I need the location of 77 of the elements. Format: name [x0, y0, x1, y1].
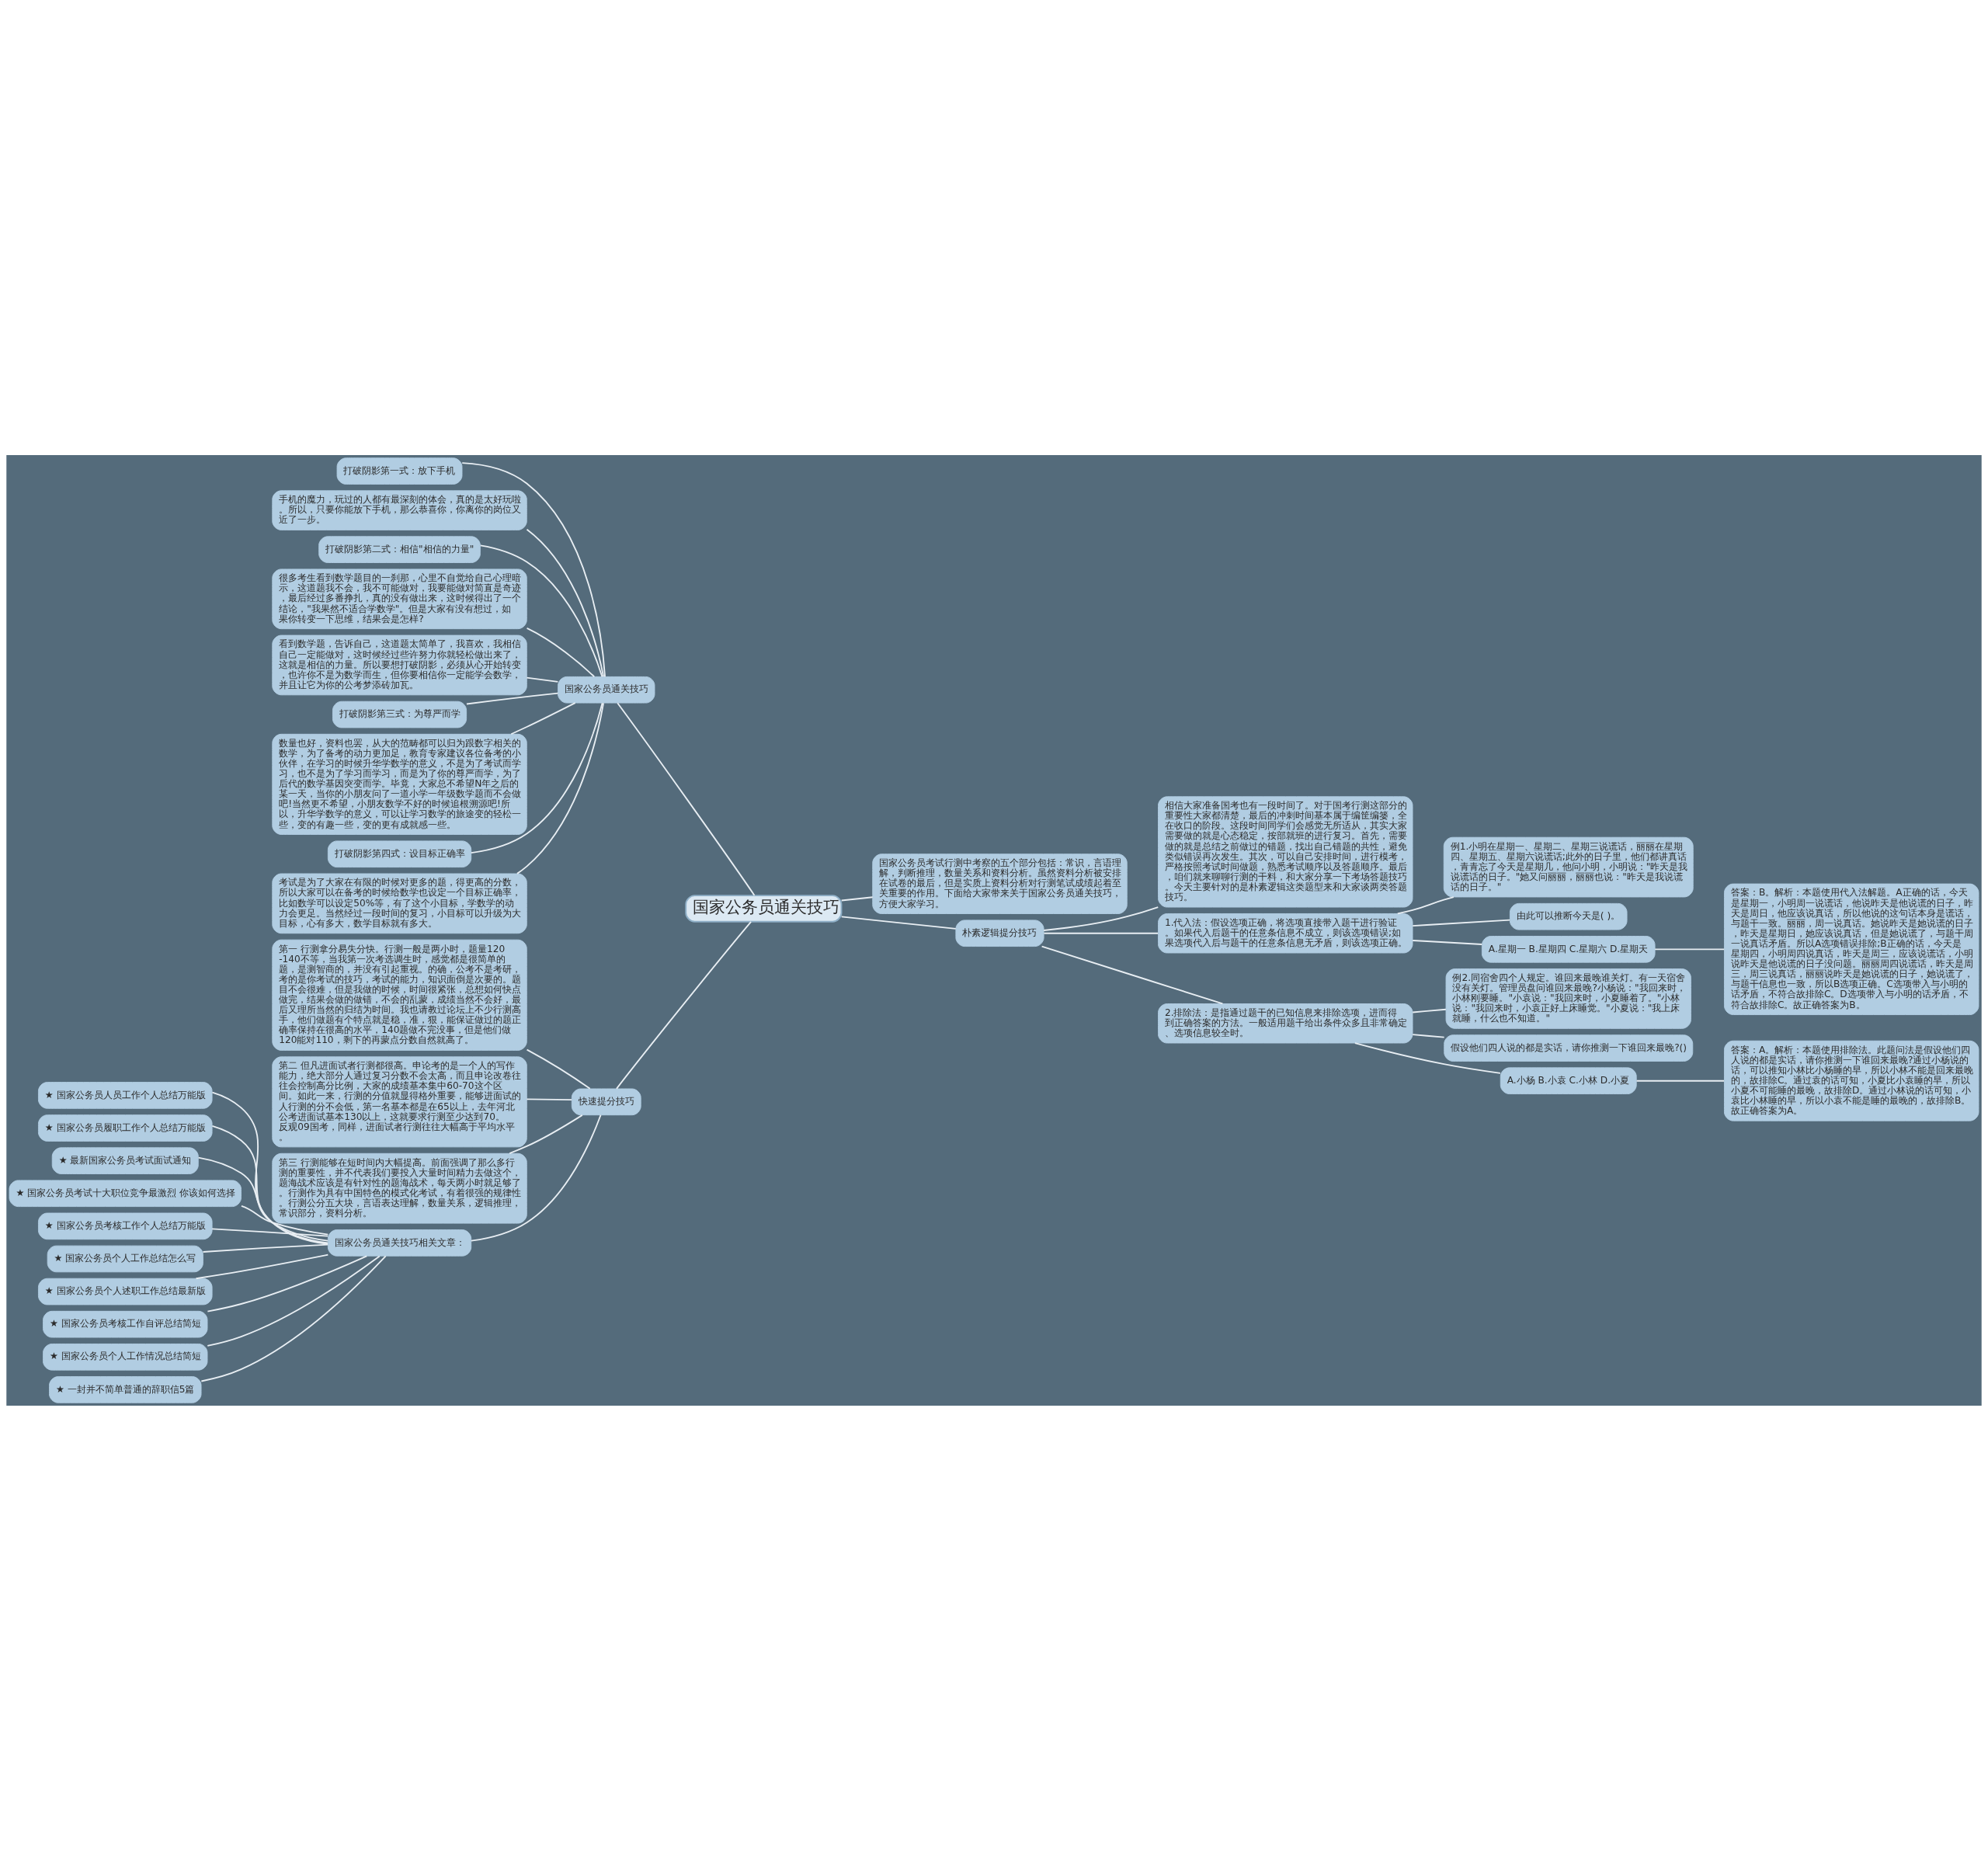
node-box: 假设他们四人说的都是实话，请你推测一下谁回来最晚?() — [1444, 1034, 1694, 1062]
connector — [1412, 1008, 1447, 1013]
node-box: ★ 国家公务员履职工作个人总结万能版 — [38, 1114, 213, 1142]
connector — [470, 701, 603, 854]
connector — [526, 528, 605, 677]
connector — [617, 701, 756, 896]
node-box: 打破阴影第三式：为尊严而学 — [332, 701, 467, 728]
connector — [840, 895, 874, 901]
node-box: 答案：A。解析：本题使用排除法。此题问法是假设他们四人说的都是实话，请你推测一下谁回来最晚?通过小杨说的话，可以推知小林比小杨睡的早，所以小林不能是回来最晚的，故排除C。通过袁的话可知，小夏比小袁睡的早，所以小夏不可能睡的最晚，故排除D。通过小林说的话可知，小袁比小林睡的早，所以小袁不能是睡的最晚的，故排除B。故正确答案为A。 — [1724, 1040, 1979, 1121]
connector — [1043, 932, 1159, 934]
node-box: ★ 国家公务员考核工作自评总结简短 — [43, 1310, 208, 1337]
node-box: ★ 最新国家公务员考试面试通知 — [51, 1146, 199, 1174]
connector — [840, 915, 957, 930]
connector — [479, 544, 603, 677]
node-box: 数量也好，资料也罢，从大的范畴都可以归为跟数字相关的数学，为了备考的动力更加足，教育专家建议各位备考的小伙伴，在学习的时候升华学数学的意义，不是为了考试而学习，也不是为了学习而学习，而是为了你的尊严而学，为了后代的数学基因突变而学。毕竟，大家总不希望N年之后的某一天，当你的小朋友问了一道小学一年级数学题而不会做吧!当然更不希望，小朋友数学不好的时候追根溯源吧!所以，升华学数学的意义，可以让学习数学的旅途变的轻松一些，变的有趣一些，变的更有成就感一些。 — [272, 733, 527, 835]
node-box: 例1.小明在星期一、星期二、星期三说谎话，丽丽在星期四、星期五、星期六说谎话;此外的日子里，他们都讲真话，青青忘了今天是星期几，他问小明，小明说："昨天是我说谎话的日子。"她又问丽丽，丽丽也说："昨天是我说谎话的日子。" — [1443, 836, 1694, 897]
connector — [1041, 945, 1224, 1004]
node-box: 打破阴影第二式：相信"相信的力量" — [318, 535, 481, 563]
connector — [202, 1243, 328, 1253]
node-box: ★ 国家公务员个人述职工作总结最新版 — [38, 1278, 213, 1305]
connector — [207, 1254, 368, 1312]
connector — [1412, 939, 1483, 945]
connector — [510, 701, 576, 735]
connector — [1396, 895, 1455, 914]
node-box: 手机的魔力，玩过的人都有最深刻的体会，真的是太好玩啦。所以，只要你能放下手机，那么恭喜你，你离你的岗位又近了一步。 — [272, 489, 527, 530]
connector — [526, 1098, 573, 1100]
connector — [526, 627, 596, 677]
connector — [211, 1125, 328, 1243]
node-box: 第一 行测拿分易失分快。行测一般是两小时，题量120-140不等，当我第一次考选调生时，感觉都是很简单的题，是测智商的，并没有引起重视。的确，公考不是考研，考的是你考试的技巧，考试的能力，知识面倒是次要的。题目不会很难，但是我做的时候，时间很紧张，总想如何快点做完，结果会做的做错，不会的乱蒙，成绩当然不会好，最后又理所当然的归结为时间。我也请教过论坛上不少行测高手，他们做题有个特点就是稳，准，狠，能保证做过的题正确率保持在很高的水平，140题做不完没事，但是他们做120能对110，剩下的再蒙点分数自然就高了。 — [272, 939, 527, 1051]
connector — [241, 1205, 329, 1236]
node-box: 很多考生看到数学题目的一刹那，心里不自觉给自己心理暗示，这道题我不会，我不可能做对，我要能做对简直是奇迹，最后经过多番挣扎，真的没有做出来，这时候得出了一个结论，"我果然不适合学数学"。但是大家有没有想过，如果你转变一下思维，结果会是怎样? — [272, 568, 527, 629]
node-box: 1.代入法：假设选项正确，将选项直接带入题干进行验证。如果代入后题干的任意条信息不成立，则该选项错误;如果选项代入后与题干的任意条信息无矛盾，则该选项正确。 — [1158, 913, 1413, 953]
connector — [1654, 947, 1726, 950]
connector — [1354, 1041, 1501, 1074]
connector — [211, 1227, 329, 1237]
connector — [211, 1091, 329, 1245]
connector — [1043, 906, 1159, 931]
node-box: 由此可以推断今天是( )。 — [1509, 902, 1628, 930]
node-box: ★ 国家公务员个人工作总结怎么写 — [47, 1245, 203, 1272]
node-box: 快速提分技巧 — [571, 1088, 641, 1115]
node-box: A.小杨 B.小袁 C.小林 D.小夏 — [1500, 1066, 1637, 1094]
node-box: 答案：B。解析：本题使用代入法解题。A正确的话，今天是星期一，小明周一说谎话，他说昨天是他说谎的日子，昨天是周日，他应该说真话，所以他说的这句话本身是谎话，与题干一致。丽丽，周一说真话。她说昨天是她说谎的日子，昨天是星期日，她应该说真话，但是她说谎了，与题干周一说真话矛盾。所以A选项错误排除;B正确的话，今天是星期四，小明周四说真话，昨天是周三，应该说谎话，小明说昨天是他说谎的日子没问题。丽丽周四说谎话，昨天是周三，周三说真话，丽丽说昨天是她说谎的日子，她说谎了，与题干信息也一致，所以B选项正确。C选项带入与小明的话矛盾，不符合故排除C。D选项带入与小明的话矛盾，不符合故排除C。故正确答案为B。 — [1724, 883, 1979, 1015]
connector — [461, 461, 606, 677]
connector — [466, 692, 559, 704]
connector — [616, 920, 752, 1090]
connector — [197, 1156, 329, 1242]
node-box: ★ 国家公务员考核工作个人总结万能版 — [38, 1212, 213, 1239]
connector — [207, 1255, 381, 1347]
connector — [526, 1048, 591, 1090]
node-box: 打破阴影第一式：放下手机 — [336, 457, 463, 485]
connector — [1412, 919, 1511, 927]
connector — [526, 676, 559, 683]
node-box: 国家公务员通关技巧 — [685, 894, 843, 923]
node-box: 国家公务员通关技巧相关文章： — [327, 1229, 472, 1257]
connector — [1635, 1079, 1726, 1082]
node-box: ★ 国家公务员个人工作情况总结简短 — [43, 1343, 208, 1371]
node-box: ★ 国家公务员人员工作个人总结万能版 — [38, 1081, 213, 1109]
connector — [470, 1114, 602, 1242]
node-box: 考试是为了大家在有限的时候对更多的题，得更高的分数，所以大家可以在备考的时候给数学也设定一个目标正确率，比如数学可以设定50%等，有了这个小目标，学数学的动力会更足。当然经过一段时间的复习，小目标可以升级为大目标，心有多大，数学目标就有多大。 — [272, 873, 527, 933]
connector — [509, 1114, 583, 1154]
connector — [200, 1255, 387, 1382]
connector — [195, 1253, 329, 1279]
node-box: 第二 但凡进面试者行测都很高。申论考的是一个人的写作能力，绝大部分人通过复习分数不会太高，而且申论改卷往往会控制高分比例，大家的成绩基本集中60-70这个区间。如此一来，行测的分值就显得格外重要，能够进面试的人行测的分不会低，第一名基本都是在65以上，去年河北公考进面试基本130以上，这就要求行测至少达到70。反观09国考，同样，进面试者行测往往大幅高于平均水平。 — [272, 1055, 527, 1147]
node-box: A.星期一 B.星期四 C.星期六 D.星期天 — [1481, 935, 1656, 963]
node-box: 第三 行测能够在短时间内大幅提高。前面强调了那么多行测的重要性，并不代表我们要投入大量时间精力去做这个，题海战术应该是有针对性的题海战术，每天两小时就足够了。行测作为具有中国特色的模式化考试，有着很强的规律性。行测公分五大块，言语表达理解，数量关系，逻辑推理，常识部分，资料分析。 — [272, 1153, 527, 1224]
node-box: 看到数学题，告诉自己，这道题太简单了，我喜欢，我相信自己一定能做对，这时候经过些许努力你就轻松做出来了，这就是相信的力量。所以要想打破阴影，必须从心开始转变，也许你不是为数学而生，但你要相信你一定能学会数学，并且让它为你的公考梦添砖加瓦。 — [272, 634, 527, 695]
node-box: 国家公务员通关技巧 — [558, 676, 655, 704]
node-box: 2.排除法：是指通过题干的已知信息来排除选项，进而得到正确答案的方法。一般适用题干给出条件众多且非常确定、选项信息较全时。 — [1158, 1003, 1413, 1043]
node-box: ★ 一封并不简单普通的辞职信5篇 — [49, 1375, 202, 1403]
node-box: 朴素逻辑提分技巧 — [955, 919, 1044, 947]
node-box: 打破阴影第四式：设目标正确率 — [327, 840, 472, 867]
node-box: 例2.同宿舍四个人规定。谁回来最晚谁关灯。有一天宿舍没有关灯。管理员盘问谁回来最晚?小杨说："我回来时，小林刚要睡。"小袁说："我回来时，小夏睡着了。"小林说："我回来时，小袁正好上床睡觉。"小夏说："我上床就睡，什么也不知道。" — [1445, 968, 1691, 1029]
connector — [1412, 1033, 1445, 1038]
node-box: ★ 国家公务员考试十大职位竞争最激烈 你该如何选择 — [9, 1179, 242, 1207]
node-box: 国家公务员考试行测中考察的五个部分包括：常识，言语理解，判断推理，数量关系和资料分析。虽然资料分析被安排在试卷的最后，但是实质上资料分析对行测笔试成绩起着至关重要的作用。下面给大家带来关于国家公务员通关技巧，方便大家学习。 — [872, 853, 1128, 914]
node-box: 相信大家准备国考也有一段时间了。对于国考行测这部分的重要性大家都清楚，最后的冲刺时间基本属于编筐编篓，全在收口的阶段。这段时间同学们会感觉无所适从，其实大家需要做的就是心态稳定，按部就班的进行复习。首先，需要做的就是总结之前做过的错题，找出自己错题的共性，避免类似错误再次发生。其次，可以自己安排时间，进行模考，严格按照考试时间做题，熟悉考试顺序以及答题顺序。最后，咱们就来聊聊行测的干料，和大家分享一下考场答题技巧。今天主要针对的是朴素逻辑这类题型来和大家谈两类答题技巧。 — [1158, 795, 1413, 908]
connector — [516, 701, 604, 874]
